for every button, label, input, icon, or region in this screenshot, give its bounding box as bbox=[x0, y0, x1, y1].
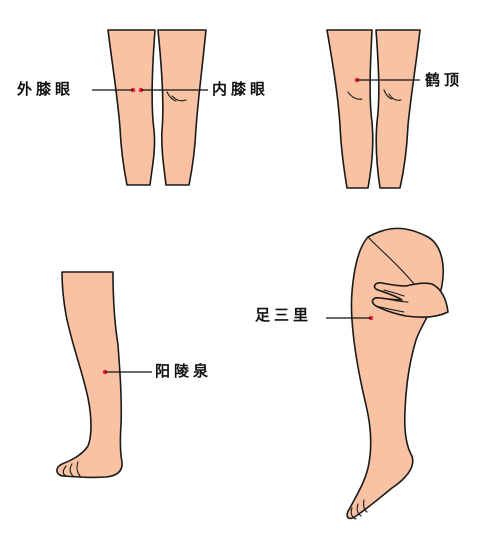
label-waixiyan: 外膝眼 bbox=[17, 80, 75, 98]
label-yanglingquan: 阳陵泉 bbox=[155, 362, 213, 380]
knee-crease-line bbox=[367, 236, 415, 285]
knee-crease-line bbox=[383, 89, 393, 100]
finger-line bbox=[383, 289, 405, 297]
knees-front-figure bbox=[92, 29, 208, 186]
toe-line bbox=[62, 465, 67, 477]
knee-crease-line bbox=[347, 91, 363, 100]
left-leg bbox=[107, 29, 156, 186]
left-leg bbox=[326, 29, 374, 189]
knee-crease-line bbox=[388, 93, 402, 101]
label-heding: 鹤顶 bbox=[425, 71, 464, 89]
lower-leg bbox=[56, 271, 123, 479]
lower-leg-side-figure bbox=[56, 271, 152, 479]
label-zusanli: 足三里 bbox=[255, 306, 313, 324]
finger-line bbox=[381, 297, 409, 303]
knee-crease-line bbox=[166, 91, 177, 102]
label-neixiyan: 内膝眼 bbox=[212, 80, 270, 98]
toe-line bbox=[363, 499, 368, 513]
toe-line bbox=[350, 507, 357, 520]
finger-line bbox=[375, 305, 405, 313]
leg bbox=[346, 227, 444, 520]
right-leg bbox=[157, 29, 207, 186]
right-leg bbox=[375, 29, 421, 189]
knee-crease-line bbox=[171, 95, 187, 102]
knees-front-heding-figure bbox=[326, 29, 421, 189]
leg-with-hand-figure bbox=[326, 227, 449, 520]
toe-line bbox=[356, 503, 362, 517]
toe-line bbox=[76, 461, 81, 477]
toe-line bbox=[69, 463, 74, 477]
